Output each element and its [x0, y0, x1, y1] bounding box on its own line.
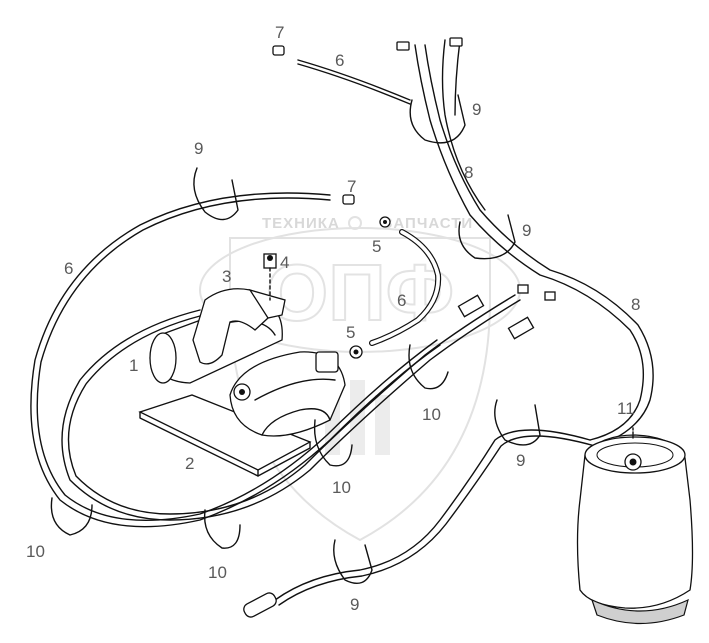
clamps [50, 94, 541, 584]
label-6b: 6 [64, 259, 73, 278]
label-9d: 9 [516, 451, 525, 470]
label-3: 3 [222, 267, 231, 286]
label-11: 11 [617, 399, 635, 418]
label-6c: 6 [397, 291, 406, 310]
watermark: ТЕХНИКА ЗАПЧАСТИ ОПФ [199, 215, 521, 542]
label-5a: 5 [372, 237, 381, 256]
label-10b: 10 [332, 478, 351, 497]
lower-hose [243, 429, 596, 618]
label-8b: 8 [631, 295, 640, 314]
label-8a: 8 [464, 163, 473, 182]
gear-icon [348, 216, 362, 230]
strap-bracket [192, 253, 286, 365]
label-2: 2 [185, 454, 194, 473]
label-10d: 10 [208, 563, 227, 582]
label-5b: 5 [346, 323, 355, 342]
label-9b: 9 [194, 139, 203, 158]
label-4: 4 [280, 253, 289, 272]
short-hose [369, 229, 442, 346]
watermark-logo: ОПФ [266, 248, 454, 337]
label-9e: 9 [350, 595, 359, 614]
second-loop-hose [61, 294, 535, 521]
harness-bundle [396, 37, 654, 446]
callout-labels: 1 2 3 4 5 5 6 6 6 7 7 8 8 9 9 9 9 9 10 1… [26, 23, 640, 614]
label-10c: 10 [26, 542, 45, 561]
watermark-text-left: ТЕХНИКА [262, 215, 340, 232]
watermark-text-right: ЗАПЧАСТИ [383, 215, 473, 232]
top-hose [272, 45, 411, 105]
fitting-7b [342, 194, 355, 205]
label-1: 1 [129, 356, 138, 375]
base-plate [138, 394, 312, 477]
label-10a: 10 [422, 405, 441, 424]
label-9a: 9 [472, 100, 481, 119]
air-spring [576, 427, 694, 625]
label-6a: 6 [335, 51, 344, 70]
label-7a: 7 [275, 23, 284, 42]
label-9c: 9 [522, 221, 531, 240]
label-7b: 7 [347, 177, 356, 196]
